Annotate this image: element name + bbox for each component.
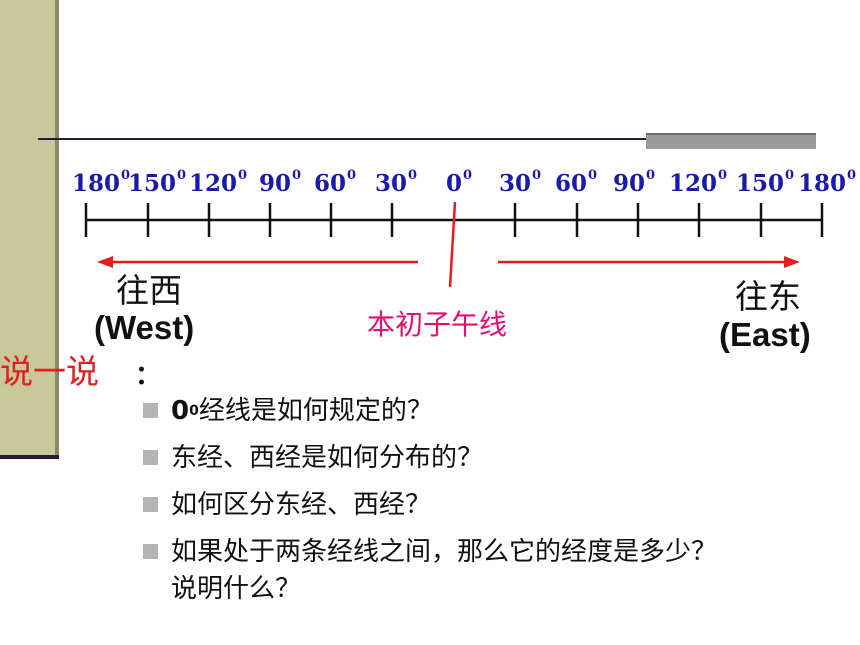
question-text: 东经、西经是如何分布的？ bbox=[171, 443, 484, 473]
tick-label: 300 bbox=[374, 168, 418, 197]
list-item: 00经线是如何规定的？ bbox=[143, 388, 717, 435]
west-label-en: (West) bbox=[94, 309, 195, 346]
west-arrow-head bbox=[97, 256, 113, 268]
list-item: 东经、西经是如何分布的？ bbox=[143, 435, 717, 482]
title-rule-block bbox=[646, 133, 816, 149]
tick-label: 1200 bbox=[668, 168, 728, 197]
east-label-cn: 往东 bbox=[735, 277, 801, 316]
list-item: 如何区分东经、西经？ bbox=[143, 482, 717, 529]
degree-zero: 0 bbox=[171, 396, 190, 426]
question-text: 经线是如何规定的？ bbox=[198, 396, 433, 426]
bullet-square-icon bbox=[143, 403, 158, 418]
east-arrow-head bbox=[784, 256, 800, 268]
bullet-square-icon bbox=[143, 450, 158, 465]
tick-label: 1500 bbox=[735, 168, 795, 197]
sidebar-decoration bbox=[0, 0, 55, 455]
east-label-en: (East) bbox=[719, 316, 811, 353]
tick-label: 00 bbox=[445, 168, 473, 197]
list-item: 如果处于两条经线之间，那么它的经度是多少？ 说明什么？ bbox=[143, 529, 717, 608]
tick-label: 900 bbox=[258, 168, 302, 197]
west-label-cn: 往西 bbox=[116, 271, 182, 310]
discussion-colon: ： bbox=[135, 361, 162, 391]
question-text-continued: 说明什么？ bbox=[171, 574, 302, 604]
prime-meridian-label: 本初子午线 bbox=[367, 308, 508, 341]
sidebar-shadow bbox=[55, 0, 59, 455]
question-text: 如果处于两条经线之间，那么它的经度是多少？ bbox=[171, 537, 718, 567]
tick-label: 1200 bbox=[188, 168, 248, 197]
tick-label: 1500 bbox=[127, 168, 187, 197]
tick-label: 1800 bbox=[797, 168, 857, 197]
bullet-square-icon bbox=[143, 544, 158, 559]
degree-sup: 0 bbox=[189, 403, 199, 419]
discussion-heading: 说一说 bbox=[0, 352, 99, 391]
tick-label: 900 bbox=[612, 168, 656, 197]
tick-label: 300 bbox=[498, 168, 542, 197]
question-list: 00经线是如何规定的？ 东经、西经是如何分布的？ 如何区分东经、西经？ 如果处于… bbox=[143, 388, 717, 608]
prime-meridian-marker bbox=[448, 201, 457, 288]
sidebar-bottom-rule bbox=[0, 455, 59, 459]
tick-label: 600 bbox=[313, 168, 357, 197]
bullet-square-icon bbox=[143, 497, 158, 512]
question-text: 如何区分东经、西经？ bbox=[171, 490, 432, 520]
title-rule bbox=[38, 138, 816, 140]
tick-label: 1800 bbox=[71, 168, 131, 197]
tick-label: 600 bbox=[554, 168, 598, 197]
